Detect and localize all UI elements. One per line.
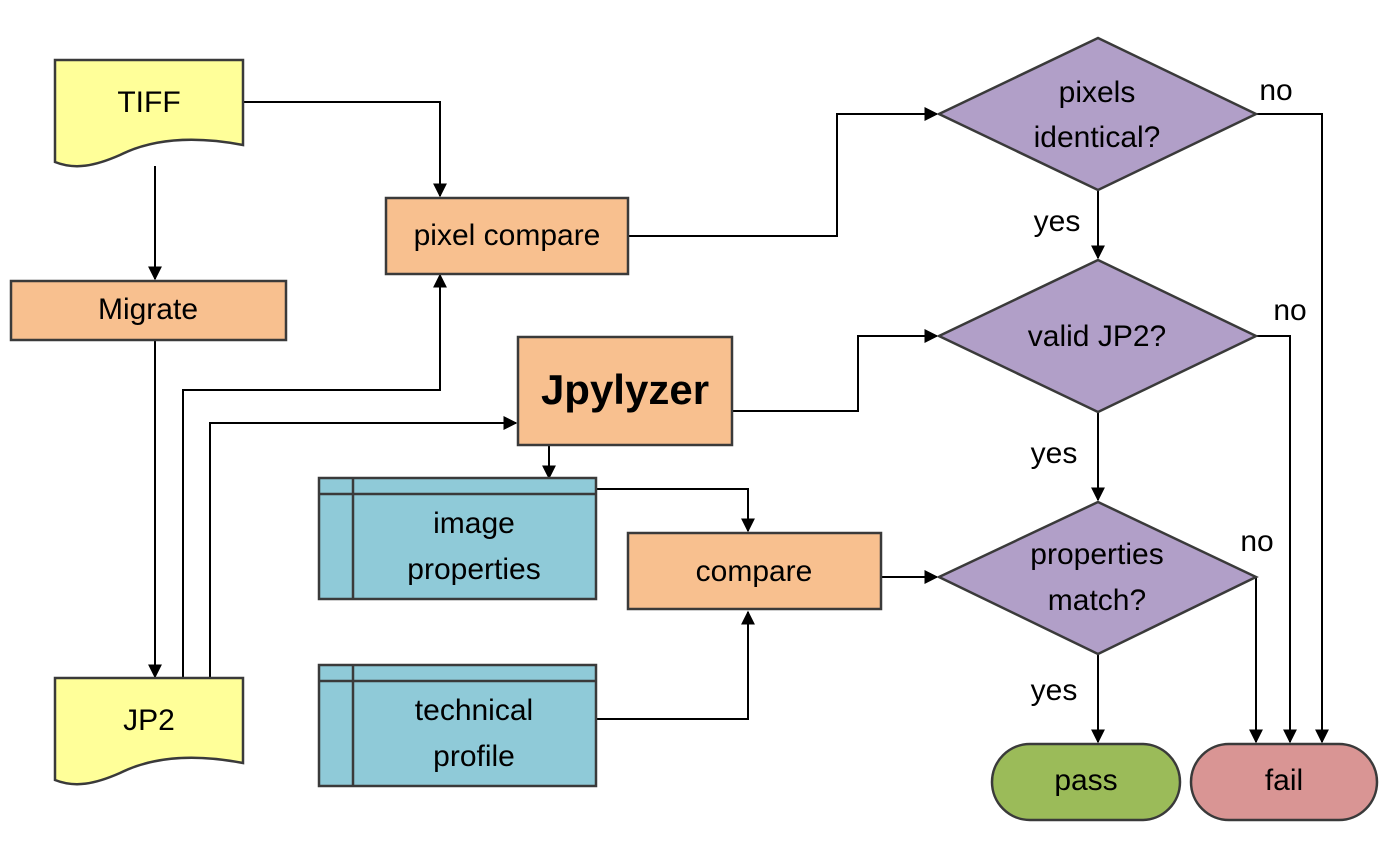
edge-jpylyzer-to-valid-jp2	[733, 329, 939, 412]
valid-jp2-no-label: no	[1273, 294, 1306, 327]
fail-label: fail	[1265, 764, 1303, 797]
technical-profile-line-1: technical	[415, 694, 533, 727]
image-properties-store: image properties	[317, 476, 598, 601]
technical-profile-line-2: profile	[433, 740, 515, 773]
edge-tiff-to-pixel-compare	[244, 101, 447, 198]
edge-pixel-compare-to-pixels-identical	[629, 107, 939, 237]
edge-labels: no yes no yes no yes	[1031, 74, 1307, 707]
pixels-identical-line-2: identical?	[1034, 121, 1161, 154]
properties-match-line-2: match?	[1048, 584, 1146, 617]
properties-match-yes-label: yes	[1031, 674, 1078, 707]
valid-jp2-decision: valid JP2?	[936, 258, 1259, 414]
pixel-compare-process: pixel compare	[384, 196, 630, 276]
image-properties-line-2: properties	[407, 553, 540, 586]
jp2-label: JP2	[123, 704, 175, 737]
migrate-process: Migrate	[9, 279, 288, 342]
edge-jp2-to-pixel-compare	[182, 273, 447, 677]
tiff-label: TIFF	[117, 86, 180, 119]
technical-profile-store: technical profile	[317, 663, 598, 788]
pixels-identical-yes-label: yes	[1034, 205, 1081, 238]
pixels-identical-decision: pixels identical?	[936, 36, 1259, 192]
valid-jp2-yes-label: yes	[1031, 437, 1078, 470]
valid-jp2-label: valid JP2?	[1028, 320, 1166, 353]
tiff-document: TIFF	[53, 58, 245, 168]
edges	[148, 101, 1329, 744]
edge-valid-jp2-no	[1256, 335, 1297, 744]
pixels-identical-line-1: pixels	[1059, 76, 1136, 109]
edge-technical-profile-to-compare	[596, 610, 755, 720]
pass-terminal: pass	[990, 742, 1182, 822]
pixel-compare-label: pixel compare	[414, 219, 601, 252]
properties-match-line-1: properties	[1030, 538, 1163, 571]
compare-label: compare	[696, 555, 813, 588]
jpylyzer-label: Jpylyzer	[541, 366, 709, 413]
properties-match-decision: properties match?	[936, 500, 1259, 656]
migrate-label: Migrate	[98, 293, 198, 326]
properties-match-no-label: no	[1240, 525, 1273, 558]
compare-process: compare	[626, 531, 883, 611]
pass-label: pass	[1054, 764, 1117, 797]
jp2-document: JP2	[53, 676, 245, 786]
image-properties-line-1: image	[433, 507, 515, 540]
edge-jp2-to-jpylyzer	[209, 416, 518, 677]
edge-image-properties-to-compare	[596, 488, 755, 533]
jpylyzer-process: Jpylyzer	[516, 335, 734, 447]
edge-pixels-identical-no	[1256, 113, 1329, 744]
fail-terminal: fail	[1189, 742, 1379, 822]
pixels-identical-no-label: no	[1259, 74, 1292, 107]
